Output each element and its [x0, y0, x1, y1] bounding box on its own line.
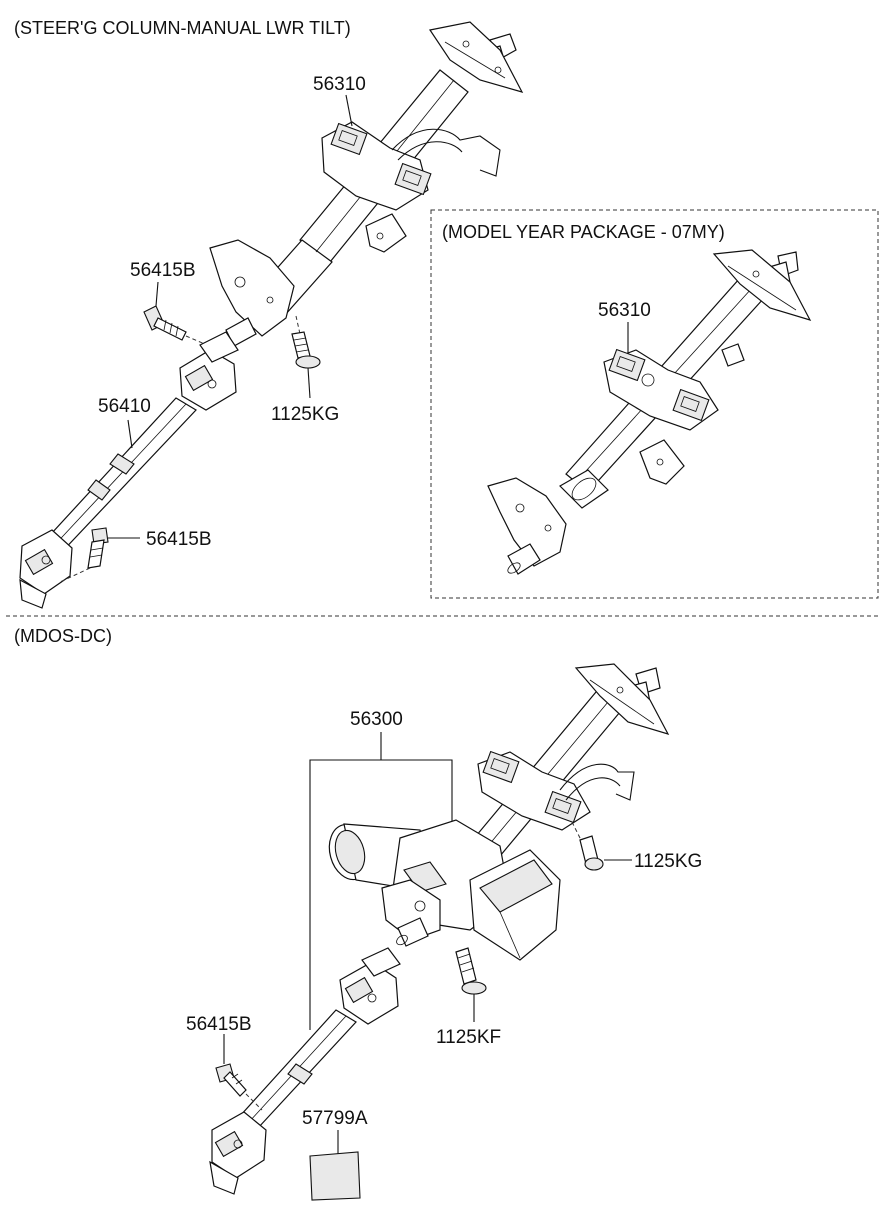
steering-column-56310-top: [209, 21, 524, 347]
label-56310-07my: 56310: [598, 300, 651, 321]
label-56415b-mdos: 56415B: [186, 1014, 252, 1035]
label-56415b-upper: 56415B: [130, 260, 196, 281]
section-manual-tilt: (STEER'G COLUMN-MANUAL LWR TILT): [14, 18, 524, 609]
model-year-box: [430, 209, 879, 599]
section-header-mdos: (MDOS-DC): [14, 626, 112, 646]
section-header-model-year: (MODEL YEAR PACKAGE - 07MY): [442, 222, 725, 242]
bolt-56415b-mdos: [215, 1034, 263, 1111]
steering-column-assembly-56300: [328, 663, 670, 961]
label-plate-57799a: [309, 1130, 361, 1201]
label-56300: 56300: [350, 709, 403, 730]
bolt-56415b-upper: [143, 305, 215, 349]
label-1125kf: 1125KF: [436, 1027, 501, 1048]
intermediate-shaft-mdos: [209, 947, 401, 1195]
section-model-year: (MODEL YEAR PACKAGE - 07MY): [430, 209, 879, 599]
label-57799a: 57799A: [302, 1108, 368, 1129]
intermediate-shaft-56410: [19, 331, 239, 609]
label-56310-top: 56310: [313, 74, 366, 95]
label-1125kg-mdos: 1125KG: [634, 851, 702, 872]
screw-1125kg-top: [291, 315, 321, 399]
screw-1125kg-mdos: [571, 821, 632, 871]
label-56415b-lower: 56415B: [146, 529, 212, 550]
section-mdos: (MDOS-DC): [14, 626, 702, 1201]
label-56410: 56410: [98, 396, 151, 417]
section-header-manual-tilt: (STEER'G COLUMN-MANUAL LWR TILT): [14, 18, 351, 38]
steering-column-56310-07my: [487, 249, 812, 575]
screw-1125kf: [455, 947, 487, 1022]
bolt-56415b-lower: [59, 527, 140, 583]
label-1125kg-top: 1125KG: [271, 404, 339, 425]
